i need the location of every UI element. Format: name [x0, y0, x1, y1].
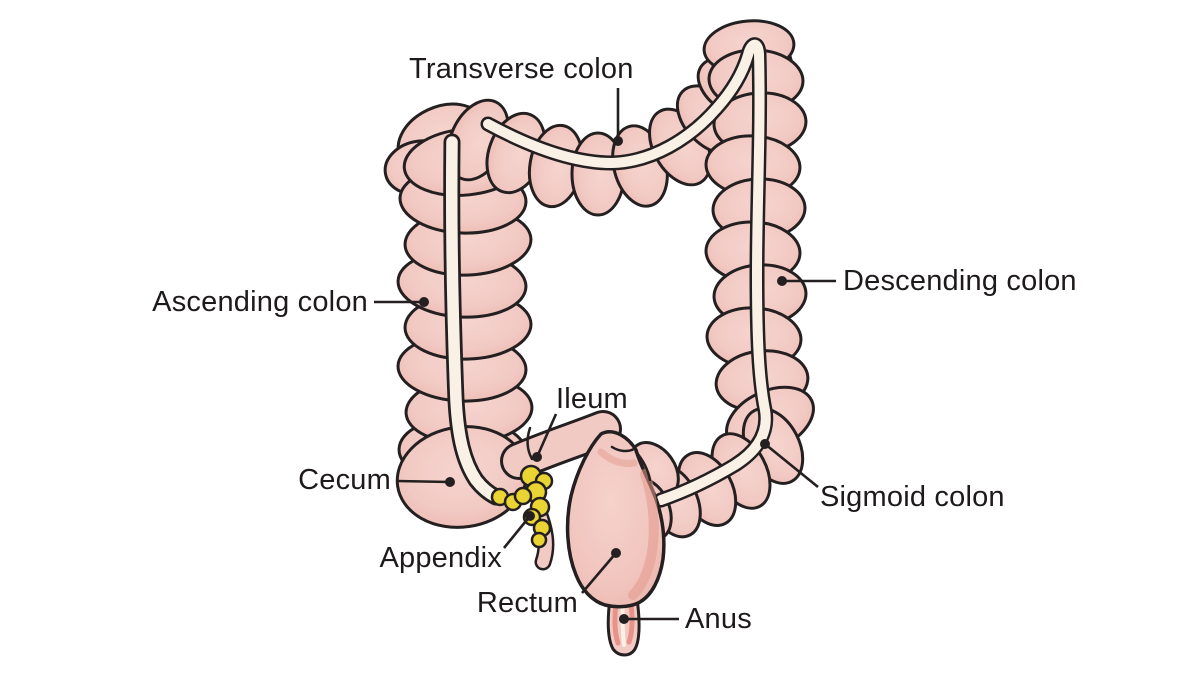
leader-transverse-colon — [613, 88, 623, 146]
label-sigmoid-colon: Sigmoid colon — [820, 481, 1005, 513]
label-appendix: Appendix — [379, 542, 502, 574]
label-ileum: Ileum — [556, 383, 628, 415]
label-transverse-colon: Transverse colon — [409, 53, 634, 85]
label-ascending-colon: Ascending colon — [152, 286, 368, 318]
leader-ascending-colon — [374, 297, 429, 307]
leader-ileum — [532, 413, 558, 462]
leader-sigmoid-colon — [760, 439, 819, 489]
label-anus: Anus — [685, 603, 752, 635]
leader-rectum — [581, 548, 621, 594]
taenia-band — [443, 37, 774, 508]
leader-appendix — [502, 511, 535, 549]
label-rectum: Rectum — [476, 587, 578, 619]
leader-descending-colon — [777, 276, 836, 286]
label-descending-colon: Descending colon — [843, 265, 1077, 297]
ascending-colon-shape — [383, 102, 534, 488]
ileum-shape — [500, 410, 622, 480]
rectum-shape — [565, 430, 666, 609]
anus-shape — [606, 596, 641, 657]
leader-anus — [619, 614, 679, 624]
leader-cecum — [396, 477, 455, 487]
label-cecum: Cecum — [298, 464, 391, 496]
